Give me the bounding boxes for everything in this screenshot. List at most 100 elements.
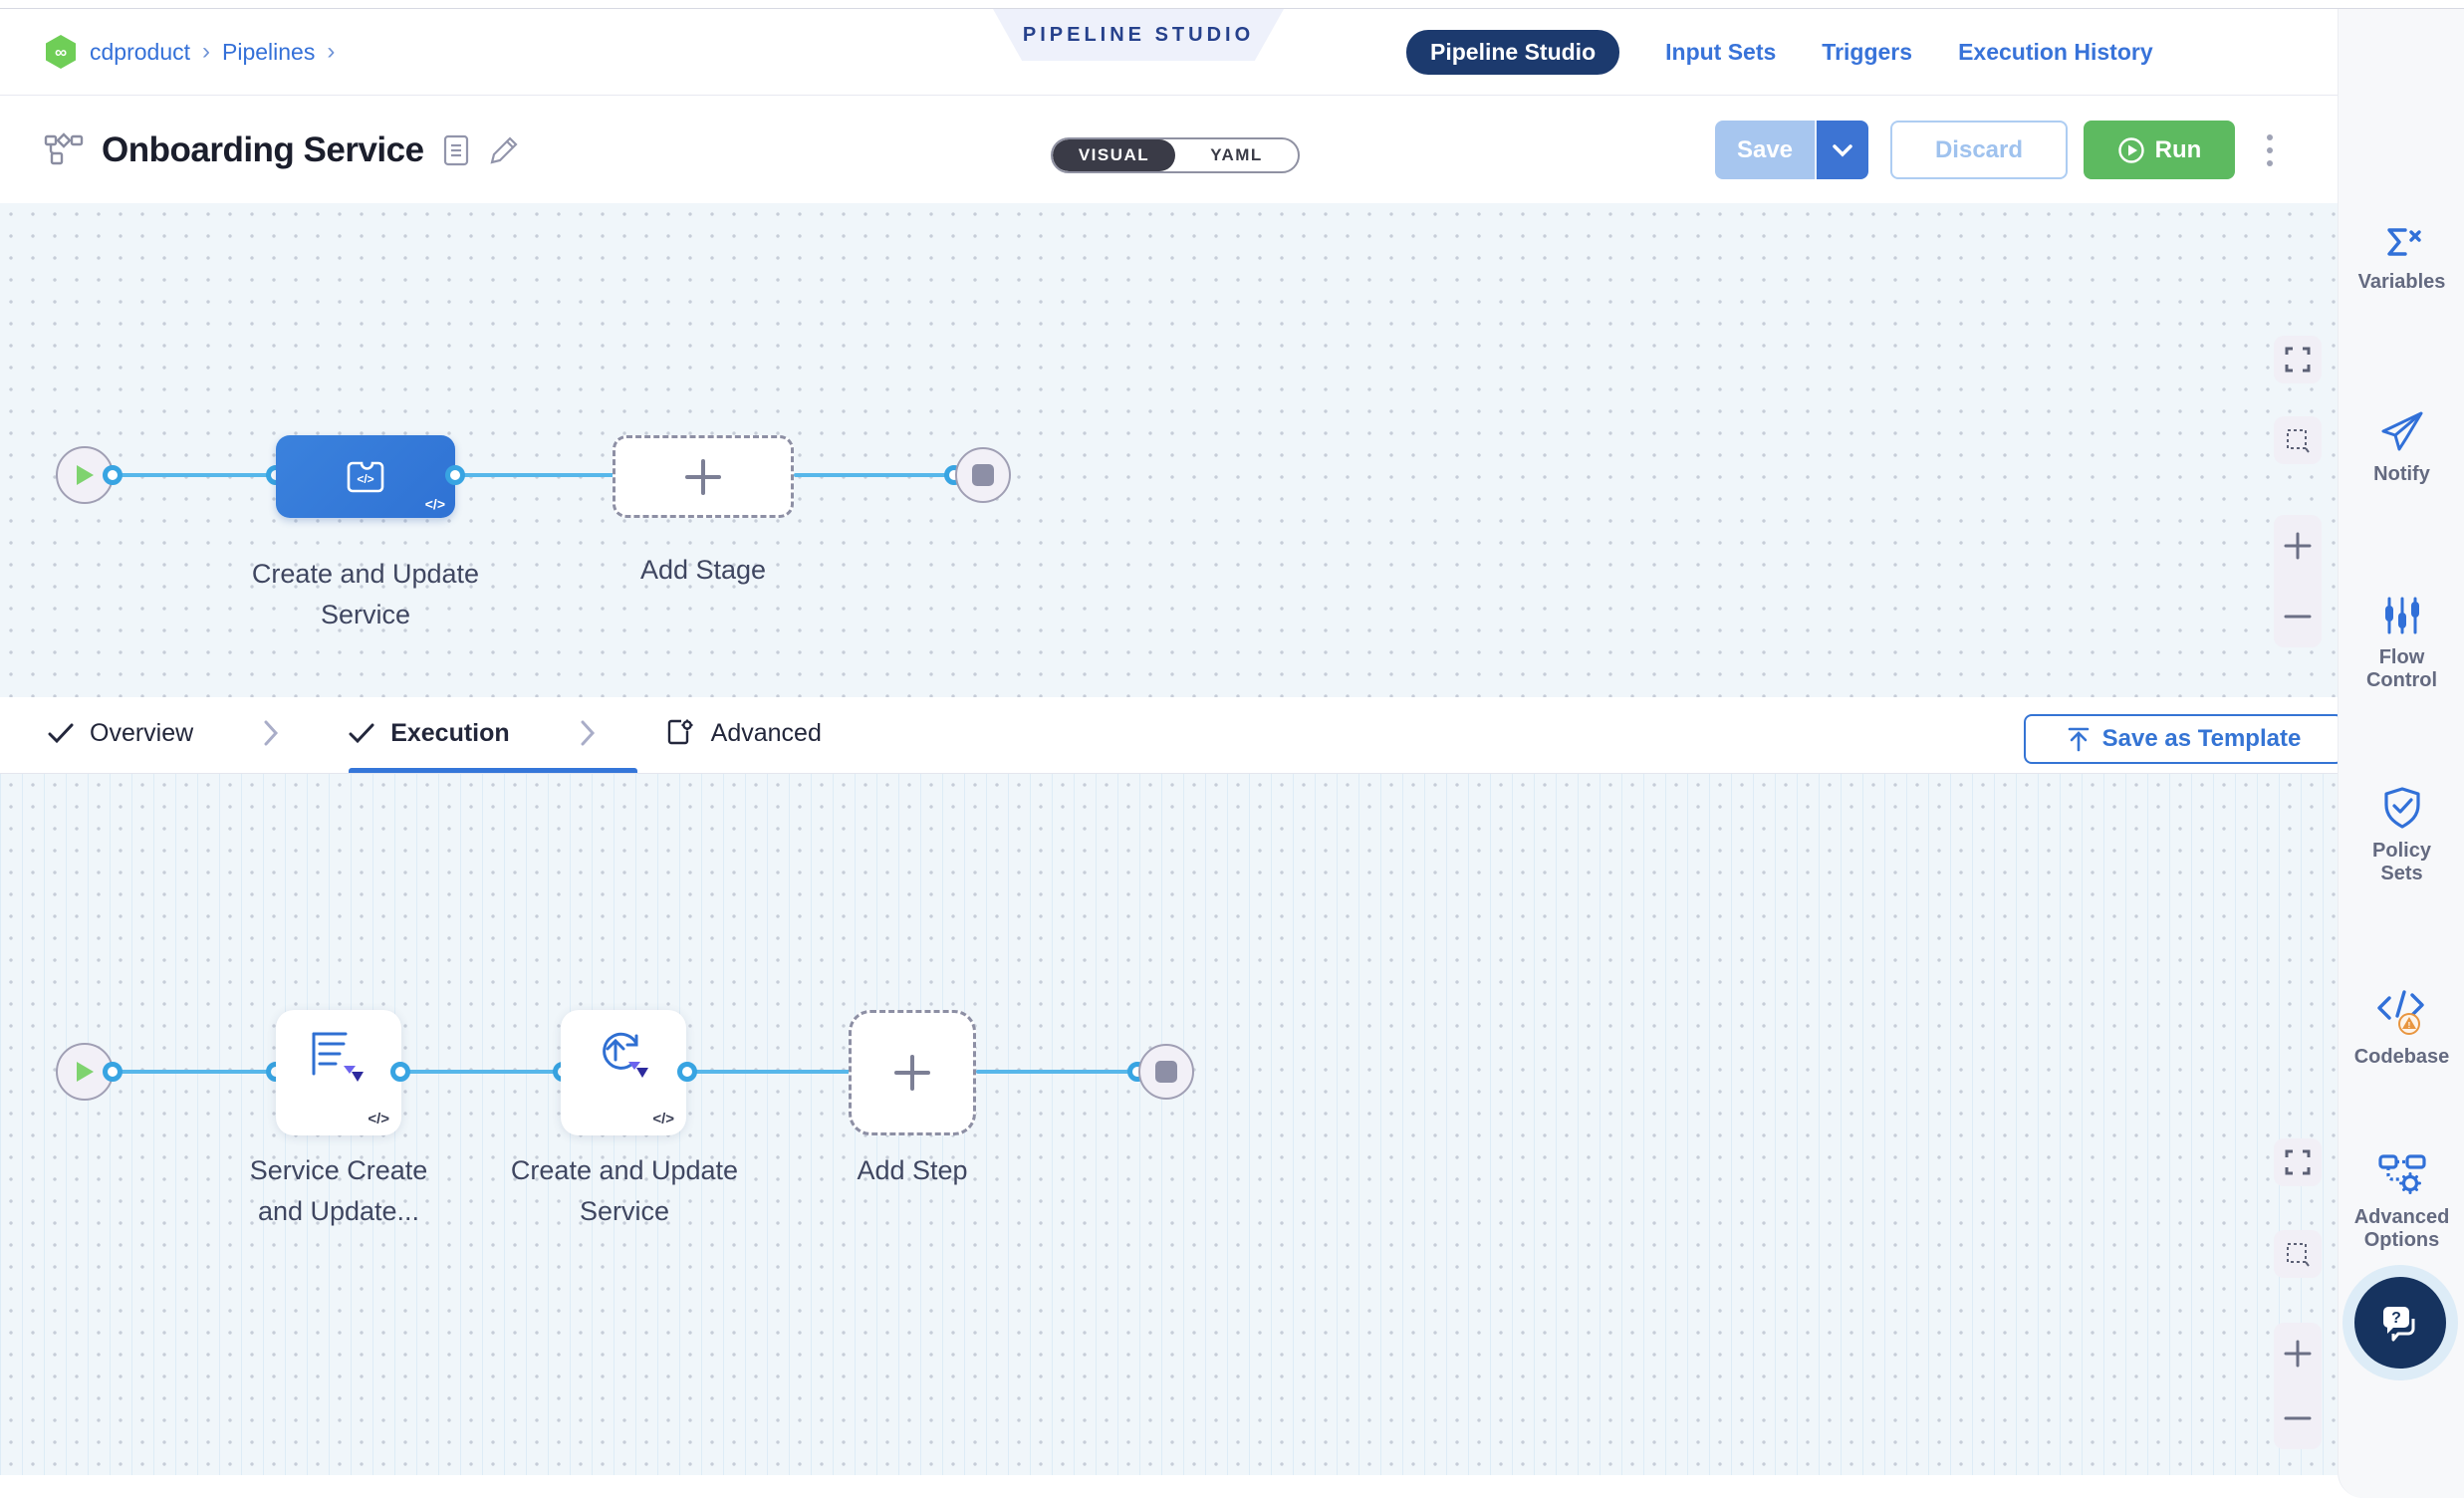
toggle-visual[interactable]: VISUAL bbox=[1053, 139, 1175, 171]
tab-advanced[interactable]: Advanced bbox=[665, 718, 822, 748]
toggle-yaml[interactable]: YAML bbox=[1210, 145, 1263, 164]
flowchart-gear-icon bbox=[2377, 1154, 2426, 1194]
code-badge[interactable]: </> bbox=[424, 496, 445, 512]
shield-check-icon bbox=[2383, 787, 2420, 829]
marquee-icon bbox=[2287, 429, 2310, 453]
svg-text:!: ! bbox=[2407, 1021, 2410, 1030]
stage-canvas[interactable]: </> </> Create and Update Service Add St… bbox=[0, 203, 2338, 697]
edge-start-to-stage bbox=[110, 473, 279, 477]
execution-canvas[interactable]: </> </> Service Create and Update... Cre… bbox=[0, 774, 2338, 1475]
pipeline-title-bar: Onboarding Service VISUAL YAML Save Disc… bbox=[0, 97, 2338, 203]
zoom-out-button[interactable] bbox=[2283, 1403, 2313, 1433]
more-options-menu[interactable] bbox=[2261, 128, 2279, 172]
save-dropdown-button[interactable] bbox=[1815, 121, 1868, 179]
marquee-select-button[interactable] bbox=[2274, 1230, 2322, 1278]
sidebar-item-label: Notify bbox=[2373, 463, 2430, 485]
sidebar-item-policy-sets[interactable]: Policy Sets bbox=[2339, 786, 2464, 885]
svg-text:∞: ∞ bbox=[55, 43, 67, 62]
breadcrumb-separator: › bbox=[202, 38, 211, 65]
check-icon bbox=[48, 723, 74, 744]
tab-overview-label: Overview bbox=[90, 718, 194, 747]
step-node-service-create-update[interactable]: </> bbox=[276, 1010, 401, 1135]
help-chat-button[interactable]: ? bbox=[2354, 1277, 2446, 1369]
fit-to-screen-button[interactable] bbox=[2274, 336, 2322, 383]
banner-label: PIPELINE STUDIO bbox=[1022, 23, 1255, 46]
notes-icon[interactable] bbox=[442, 133, 470, 167]
code-badge[interactable]: </> bbox=[368, 1111, 389, 1127]
marquee-select-button[interactable] bbox=[2274, 416, 2322, 464]
add-stage-label: Add Stage bbox=[639, 555, 767, 585]
tab-pipeline-studio[interactable]: Pipeline Studio bbox=[1406, 29, 1620, 75]
sigma-x-icon bbox=[2386, 228, 2421, 256]
sidebar-item-flow-control[interactable]: Flow Control bbox=[2339, 595, 2464, 692]
play-icon bbox=[77, 1062, 94, 1082]
tab-overview[interactable]: Overview bbox=[48, 719, 193, 748]
stage-label: Create and Update Service bbox=[251, 559, 480, 629]
edge-addstage-to-end bbox=[794, 473, 958, 477]
tab-triggers[interactable]: Triggers bbox=[1822, 38, 1913, 65]
service-stage-icon: </> bbox=[347, 461, 384, 492]
tab-execution[interactable]: Execution bbox=[349, 719, 510, 748]
step-node-create-update-service[interactable]: </> bbox=[561, 1010, 686, 1135]
script-step-icon bbox=[312, 1032, 364, 1082]
add-stage-button[interactable] bbox=[613, 435, 794, 518]
discard-button[interactable]: Discard bbox=[1890, 121, 2068, 179]
breadcrumb-project-link[interactable]: cdproduct bbox=[90, 38, 191, 65]
zoom-out-button[interactable] bbox=[2283, 602, 2313, 631]
connector-point[interactable] bbox=[677, 1062, 697, 1082]
run-button[interactable]: Run bbox=[2084, 121, 2235, 179]
execution-end-node[interactable] bbox=[1138, 1044, 1194, 1100]
edit-pencil-icon[interactable] bbox=[488, 134, 520, 166]
breadcrumb: ∞ cdproduct › Pipelines › bbox=[44, 9, 335, 95]
top-navigation: Pipeline Studio Input Sets Triggers Exec… bbox=[1406, 9, 2153, 95]
sliders-icon bbox=[2384, 597, 2419, 634]
play-circle-icon bbox=[2117, 136, 2144, 163]
top-header-bar: ∞ cdproduct › Pipelines › PIPELINE STUDI… bbox=[0, 9, 2338, 96]
tab-execution-history[interactable]: Execution History bbox=[1958, 38, 2153, 65]
connector-point[interactable] bbox=[445, 465, 465, 485]
breadcrumb-pipelines-link[interactable]: Pipelines bbox=[222, 38, 316, 65]
connector-point[interactable] bbox=[103, 465, 123, 485]
sidebar-item-label: Codebase bbox=[2353, 1046, 2450, 1068]
expand-icon bbox=[2285, 347, 2311, 373]
sidebar-item-label: Variables bbox=[2357, 271, 2446, 293]
sidebar-item-codebase[interactable]: ! Codebase bbox=[2339, 990, 2464, 1069]
sidebar-item-advanced-options[interactable]: Advanced Options bbox=[2339, 1152, 2464, 1252]
connector-point[interactable] bbox=[103, 1062, 123, 1082]
harness-logo-icon: ∞ bbox=[46, 35, 76, 69]
zoom-in-button[interactable] bbox=[2283, 531, 2313, 561]
edge-addstep-to-end bbox=[976, 1070, 1140, 1074]
stage-node-create-update-service[interactable]: </> </> bbox=[276, 435, 455, 518]
code-badge[interactable]: </> bbox=[652, 1111, 674, 1127]
pipeline-studio-banner: PIPELINE STUDIO bbox=[993, 9, 1284, 61]
sidebar-item-variables[interactable]: Variables bbox=[2339, 223, 2464, 294]
save-as-template-button[interactable]: Save as Template bbox=[2024, 714, 2343, 764]
breadcrumb-separator: › bbox=[327, 38, 336, 65]
sidebar-item-label: Policy Sets bbox=[2372, 840, 2431, 884]
pipeline-end-node[interactable] bbox=[955, 447, 1011, 503]
bottom-strip bbox=[0, 1475, 2338, 1498]
upload-icon bbox=[2068, 727, 2089, 752]
add-step-button[interactable] bbox=[849, 1010, 976, 1135]
tab-advanced-label: Advanced bbox=[710, 718, 822, 747]
tab-separator bbox=[580, 720, 596, 746]
sidebar-item-notify[interactable]: Notify bbox=[2339, 409, 2464, 486]
plus-icon bbox=[894, 1055, 930, 1091]
fit-to-screen-button[interactable] bbox=[2274, 1138, 2322, 1186]
edge-step1-to-step2 bbox=[400, 1070, 566, 1074]
step2-label: Create and Update Service bbox=[510, 1155, 739, 1226]
edge-step2-to-addstep bbox=[687, 1070, 852, 1074]
connector-point[interactable] bbox=[390, 1062, 410, 1082]
marquee-icon bbox=[2287, 1243, 2310, 1267]
step1-label: Service Create and Update... bbox=[249, 1155, 428, 1226]
save-button[interactable]: Save bbox=[1715, 121, 1815, 179]
zoom-in-button[interactable] bbox=[2283, 1339, 2313, 1369]
window-top-border bbox=[0, 8, 2464, 9]
expand-icon bbox=[2285, 1149, 2311, 1175]
check-icon bbox=[349, 723, 374, 744]
tab-input-sets[interactable]: Input Sets bbox=[1665, 38, 1777, 65]
header-actions: Save Discard Run bbox=[1715, 121, 2279, 179]
save-as-template-label: Save as Template bbox=[2101, 725, 2302, 752]
sync-step-icon bbox=[603, 1032, 648, 1078]
advanced-settings-icon bbox=[667, 719, 693, 745]
